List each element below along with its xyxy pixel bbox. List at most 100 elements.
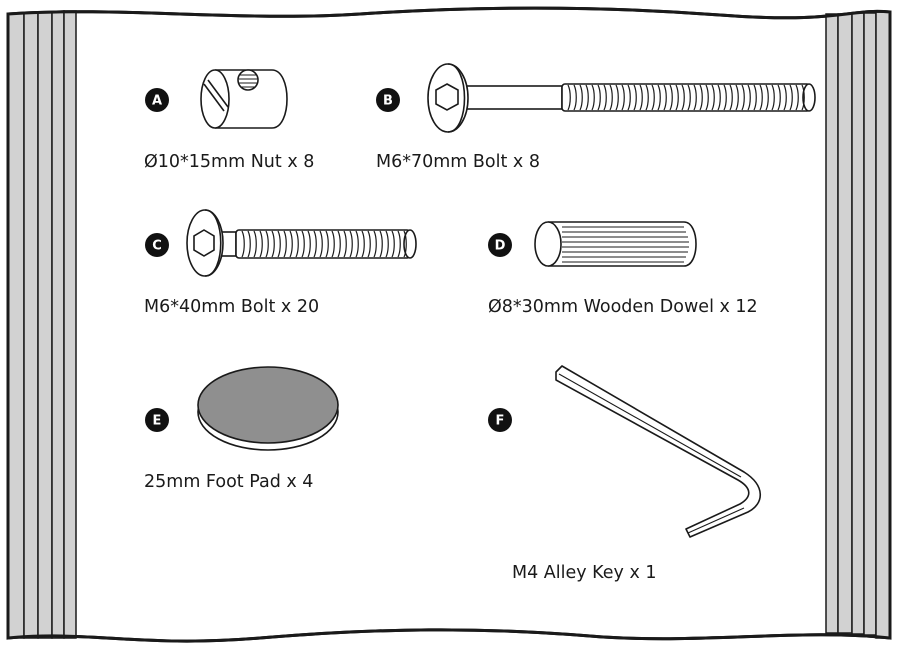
part-e-label: 25mm Foot Pad x 4 — [144, 472, 313, 492]
allen-key-icon — [555, 365, 762, 538]
thread-ridge — [663, 84, 667, 111]
thread-ridge — [265, 230, 269, 258]
part-c-label: M6*40mm Bolt x 20 — [144, 297, 319, 317]
thread-ridge — [241, 230, 245, 258]
thread-ridge — [759, 84, 763, 111]
thread-ridge — [591, 84, 595, 111]
thread-ridge — [385, 230, 389, 258]
thread-ridge — [307, 230, 311, 258]
badge-f-letter: F — [496, 414, 505, 429]
right-seal-strip — [825, 11, 891, 639]
part-f: F M4 Alley Key x 1 — [488, 365, 762, 583]
thread-ridge — [567, 84, 571, 111]
part-b: B M6*70mm Bolt x 8 — [376, 63, 816, 172]
thread-ridge — [717, 84, 721, 111]
thread-ridge — [705, 84, 709, 111]
part-e: E 25mm Foot Pad x 4 — [144, 366, 339, 492]
thread-ridge — [783, 84, 787, 111]
thread-ridge — [355, 230, 359, 258]
thread-ridge — [645, 84, 649, 111]
thread-ridge — [301, 230, 305, 258]
thread-ridge — [271, 230, 275, 258]
badge-e — [145, 408, 169, 432]
badge-d-letter: D — [495, 239, 506, 254]
thread-ridge — [289, 230, 293, 258]
thread-ridge — [403, 230, 407, 258]
thread-ridge — [615, 84, 619, 111]
thread-ridge — [681, 84, 685, 111]
thread-ridge — [729, 84, 733, 111]
thread-ridge — [795, 84, 799, 111]
thread-ridge — [295, 230, 299, 258]
thread-ridge — [397, 230, 401, 258]
thread-ridge — [367, 230, 371, 258]
thread-ridge — [319, 230, 323, 258]
badge-f — [488, 408, 512, 432]
thread-ridge — [753, 84, 757, 111]
thread-ridge — [633, 84, 637, 111]
thread-ridge — [609, 84, 613, 111]
thread-ridge — [801, 84, 805, 111]
part-a: A Ø10*15mm Nut x 8 — [144, 69, 314, 172]
thread-ridge — [247, 230, 251, 258]
thread-ridge — [669, 84, 673, 111]
thread-ridge — [627, 84, 631, 111]
thread-ridge — [741, 84, 745, 111]
thread-ridge — [331, 230, 335, 258]
thread-ridge — [313, 230, 317, 258]
thread-ridge — [747, 84, 751, 111]
thread-ridge — [573, 84, 577, 111]
thread-ridge — [391, 230, 395, 258]
thread-ridge — [253, 230, 257, 258]
thread-ridge — [651, 84, 655, 111]
badge-d — [488, 233, 512, 257]
thread-ridge — [259, 230, 263, 258]
thread-ridge — [771, 84, 775, 111]
left-seal-strip — [7, 10, 77, 639]
thread-ridge — [711, 84, 715, 111]
badge-c-letter: C — [152, 239, 162, 254]
thread-ridge — [373, 230, 377, 258]
badge-a — [145, 88, 169, 112]
long-bolt-icon — [427, 63, 816, 133]
thread-ridge — [325, 230, 329, 258]
part-d: D Ø8*30mm Wooden Dowel x 12 — [488, 221, 758, 317]
part-b-label: M6*70mm Bolt x 8 — [376, 152, 540, 172]
badge-e-letter: E — [153, 414, 162, 429]
thread-ridge — [585, 84, 589, 111]
thread-ridge — [765, 84, 769, 111]
part-f-label: M4 Alley Key x 1 — [512, 563, 657, 583]
badge-a-letter: A — [152, 94, 162, 109]
badge-c — [145, 233, 169, 257]
thread-ridge — [283, 230, 287, 258]
wooden-dowel-icon — [534, 221, 697, 267]
thread-ridge — [277, 230, 281, 258]
thread-ridge — [657, 84, 661, 111]
bag-border — [6, 6, 892, 643]
thread-ridge — [777, 84, 781, 111]
barrel-nut-icon — [200, 69, 288, 129]
thread-ridge — [621, 84, 625, 111]
thread-ridge — [337, 230, 341, 258]
thread-ridge — [687, 84, 691, 111]
part-c: C M6*40mm Bolt x 20 — [144, 209, 417, 317]
thread-ridge — [639, 84, 643, 111]
thread-ridge — [699, 84, 703, 111]
thread-ridge — [579, 84, 583, 111]
thread-ridge — [349, 230, 353, 258]
bag — [6, 6, 892, 643]
thread-ridge — [603, 84, 607, 111]
badge-b-letter: B — [383, 94, 393, 109]
thread-ridge — [723, 84, 727, 111]
thread-ridge — [675, 84, 679, 111]
part-a-label: Ø10*15mm Nut x 8 — [144, 152, 314, 172]
part-d-label: Ø8*30mm Wooden Dowel x 12 — [488, 297, 758, 317]
foot-pad-icon — [197, 366, 339, 451]
thread-ridge — [693, 84, 697, 111]
thread-ridge — [379, 230, 383, 258]
thread-ridge — [735, 84, 739, 111]
thread-ridge — [789, 84, 793, 111]
short-bolt-icon — [186, 209, 417, 277]
thread-ridge — [597, 84, 601, 111]
